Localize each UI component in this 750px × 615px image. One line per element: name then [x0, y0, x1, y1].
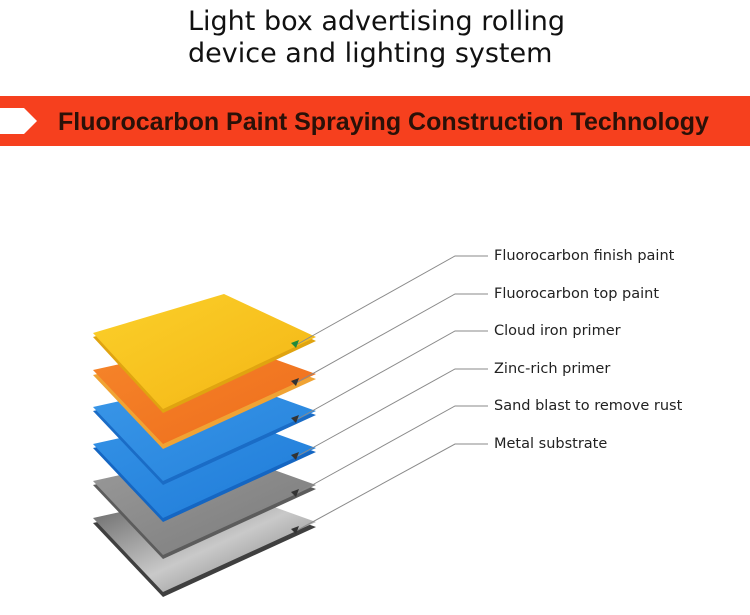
- leader-arrow-1: [291, 340, 299, 348]
- label-fluorocarbon-top-paint: Fluorocarbon top paint: [494, 286, 660, 302]
- leader-arrow-6: [291, 526, 299, 534]
- leader-line-4: [295, 368, 488, 458]
- leader-line-5: [295, 405, 488, 495]
- label-metal-substrate: Metal substrate: [494, 436, 608, 452]
- leader-arrow-4: [291, 452, 299, 460]
- leader-arrow-3: [291, 415, 299, 423]
- leader-dots: [291, 340, 299, 534]
- title-line-2: device and lighting system: [188, 38, 553, 69]
- leader-arrow-2: [291, 378, 299, 386]
- layer-fluorocarbon-finish-paint: [93, 294, 316, 413]
- page-title: Light box advertising rolling device and…: [188, 6, 708, 70]
- leader-line-6: [295, 443, 488, 532]
- leader-line-3: [295, 330, 488, 421]
- label-zinc-rich-primer: Zinc-rich primer: [494, 361, 611, 377]
- label-sand-blast: Sand blast to remove rust: [494, 398, 683, 414]
- title-line-1: Light box advertising rolling: [188, 6, 565, 37]
- label-fluorocarbon-finish-paint: Fluorocarbon finish paint: [494, 248, 675, 264]
- leader-line-1: [295, 255, 488, 346]
- section-banner: Fluorocarbon Paint Spraying Construction…: [0, 96, 750, 146]
- banner-title: Fluorocarbon Paint Spraying Construction…: [58, 108, 709, 136]
- chevron-right-icon: [0, 108, 37, 134]
- leader-arrow-5: [291, 489, 299, 497]
- label-cloud-iron-primer: Cloud iron primer: [494, 323, 621, 339]
- leader-lines: [295, 255, 488, 532]
- leader-line-2: [295, 293, 488, 384]
